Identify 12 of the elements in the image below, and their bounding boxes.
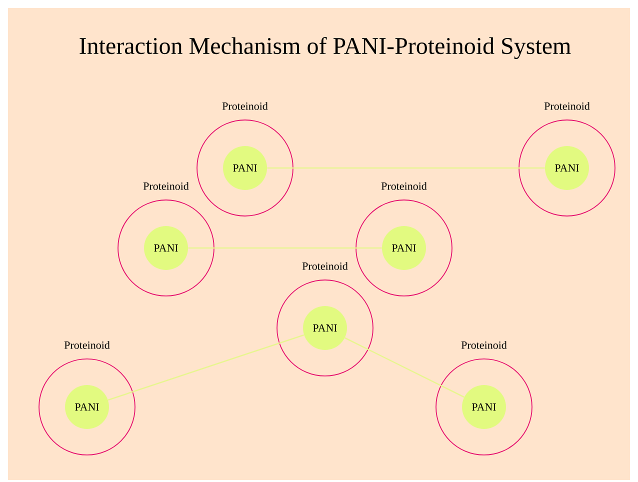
connector-line (344, 337, 464, 398)
connector-line (108, 334, 304, 401)
node-label: Proteinoid (544, 102, 590, 110)
node-label: Proteinoid (143, 182, 189, 190)
node-label: Proteinoid (381, 182, 427, 190)
node-label: Proteinoid (64, 341, 110, 349)
node-label: Proteinoid (222, 102, 268, 110)
title: Interaction Mechanism of PANI-Proteinoid System (80, 36, 571, 60)
node-label: Proteinoid (302, 262, 348, 270)
connector-line (188, 247, 382, 249)
node-label: Proteinoid (461, 341, 507, 349)
connector-line (267, 167, 545, 169)
